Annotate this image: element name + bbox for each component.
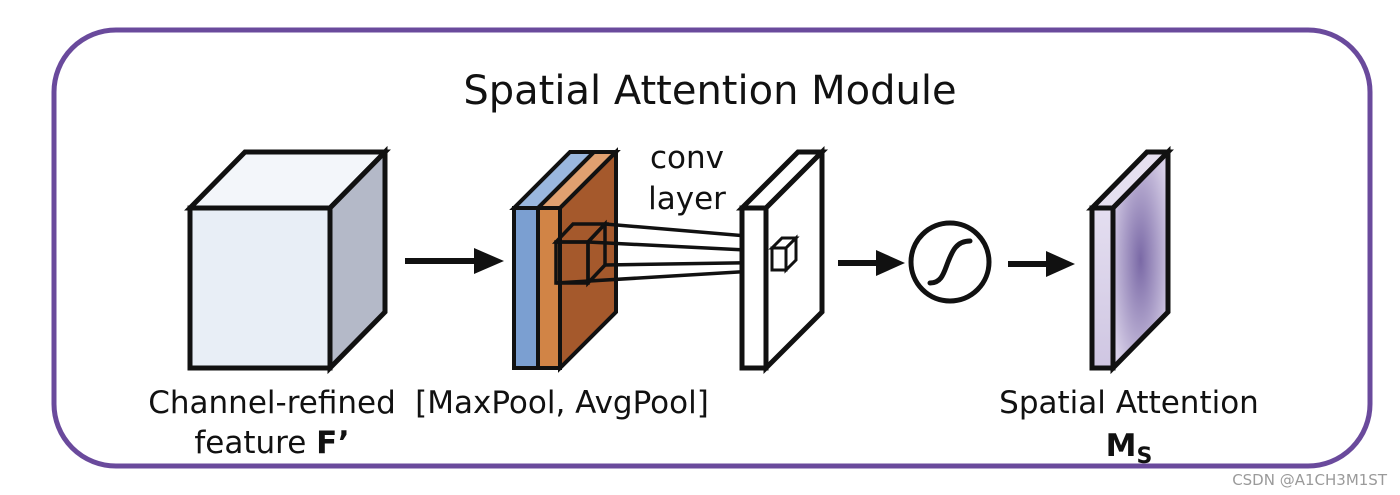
arrow-right-icon: [405, 248, 504, 274]
watermark: CSDN @A1CH3M1ST: [1232, 471, 1388, 489]
maxpool-map-front: [512, 206, 540, 370]
output-caption-line1: Spatial Attention: [999, 385, 1259, 421]
output-symbol-main: M: [1106, 428, 1137, 464]
conv-label-line2: layer: [648, 181, 726, 217]
module-frame: [51, 27, 1373, 469]
conv-label-line1: conv: [650, 140, 724, 176]
output-symbol-sub: S: [1137, 444, 1153, 469]
arrow-right-icon: [838, 250, 905, 276]
input-feature-symbol: F’: [316, 425, 350, 461]
input-cube-front: [187, 205, 333, 371]
input-caption-line2: feature F’: [194, 425, 349, 461]
conv-output-pixel: [768, 234, 800, 274]
spatial-attention-map: [1086, 145, 1174, 375]
input-feature-cube: [184, 145, 391, 375]
arrow-right-icon: [1008, 251, 1075, 277]
avgpool-map-front: [536, 206, 562, 370]
input-caption-prefix: feature: [194, 425, 316, 461]
pooled-feature-maps: [509, 147, 621, 373]
input-caption-line1: Channel-refined: [148, 385, 396, 421]
diagram-title: Spatial Attention Module: [463, 68, 956, 114]
pooling-caption: [MaxPool, AvgPool]: [415, 385, 709, 421]
output-caption-symbol: MS: [1106, 428, 1153, 469]
conv-output-front: [739, 205, 769, 371]
attention-map-front: [1089, 205, 1116, 371]
sigmoid-icon: [908, 220, 992, 304]
